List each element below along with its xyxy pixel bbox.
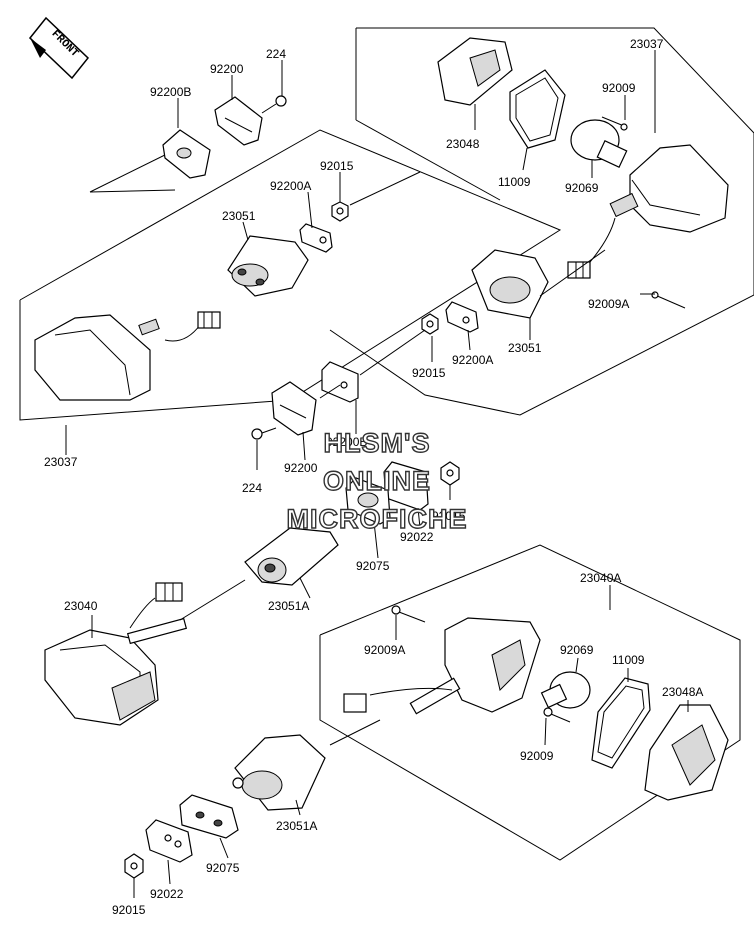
label-23048: 23048 [446,137,480,151]
watermark-line3: MICROFICHE [287,504,468,534]
label-23051-right: 23051 [508,341,542,355]
gasket-11009-upper [509,69,566,149]
front-arrow-icon: FRONT [28,16,90,80]
label-224-mid: 224 [242,481,262,495]
label-224-top: 224 [266,47,286,61]
label-23048A: 23048A [662,685,703,699]
label-92015-center: 92015 [432,509,466,523]
watermark-line2: ONLINE [323,466,431,496]
nut-92015-lower [124,853,144,879]
label-92200B-mid: 92200B [326,435,367,449]
label-11009-lower: 11009 [612,653,645,667]
gasket-11009-lower [591,677,651,769]
nut-92015-center [440,461,460,486]
plate-92200A-upper [299,223,333,253]
label-23040: 23040 [64,599,98,613]
part-labels: 224 92200 92200B 92015 92200A 23051 2303… [44,37,703,917]
label-92200-top: 92200 [210,62,244,76]
label-92015-upper: 92015 [320,159,354,173]
label-23040A: 23040A [580,571,621,585]
turn-signal-23040A [343,617,541,715]
screw-224-mid [251,427,277,440]
label-23037-right: 23037 [630,37,664,51]
nut-92015-upper [331,201,349,222]
bracket-92200-mid [271,381,317,436]
grommet-23051-upper [227,235,309,297]
label-92015-lower: 92015 [112,903,146,917]
spacer-92075-center [345,477,391,525]
watermark-line1: HLSM'S [324,428,431,458]
label-92069-upper: 92069 [565,181,599,195]
label-23051A-lower: 23051A [276,819,317,833]
spacer-92075-lower [179,794,239,839]
plate-92200A-right [445,301,479,333]
label-92075-lower: 92075 [206,861,240,875]
turn-signal-23037-left [34,311,221,401]
bracket-92200B-top [162,129,211,179]
turn-signal-23040 [44,582,188,726]
group-frames [19,27,754,861]
bracket-92200B-mid [321,361,359,403]
bracket-92200-top [214,96,263,146]
bulb-92069-lower [540,671,591,709]
screw-224-top [261,95,287,114]
lens-23048A [644,704,729,801]
grommet-23051A-upper [244,527,339,586]
label-92200A-upper: 92200A [270,179,311,193]
grommet-23051A-lower [232,734,326,811]
nut-92015-mid [421,313,439,335]
label-23051-upper: 23051 [222,209,256,223]
label-92200B-top: 92200B [150,85,191,99]
screw-92009-lower [543,707,571,723]
label-92009-lower: 92009 [520,749,554,763]
screw-92009A-lower [391,605,426,623]
label-23051A-upper: 23051A [268,599,309,613]
label-92022-lower: 92022 [150,887,184,901]
label-92009-right: 92009 [602,81,636,95]
label-92069-lower: 92069 [560,643,594,657]
plate-92022-lower [145,819,193,863]
turn-signal-23037-right [567,144,729,279]
label-23037-left: 23037 [44,455,78,469]
grommet-23051-right [471,249,549,319]
watermark: HLSM'S ONLINE MICROFICHE [286,427,468,534]
label-92009A-lower: 92009A [364,643,405,657]
lens-23048 [437,37,513,106]
leader-lines [65,50,689,898]
bulb-92069-upper [570,119,628,169]
label-92022-center: 92022 [400,530,434,544]
screw-92009A-right [651,291,686,309]
label-92015-mid: 92015 [412,366,446,380]
label-92200A-right: 92200A [452,353,493,367]
label-92075-center: 92075 [356,559,390,573]
label-92009A-right: 92009A [588,297,629,311]
label-11009-upper: 11009 [498,175,531,189]
label-92200-mid: 92200 [284,461,318,475]
screw-92009-right [601,116,628,131]
